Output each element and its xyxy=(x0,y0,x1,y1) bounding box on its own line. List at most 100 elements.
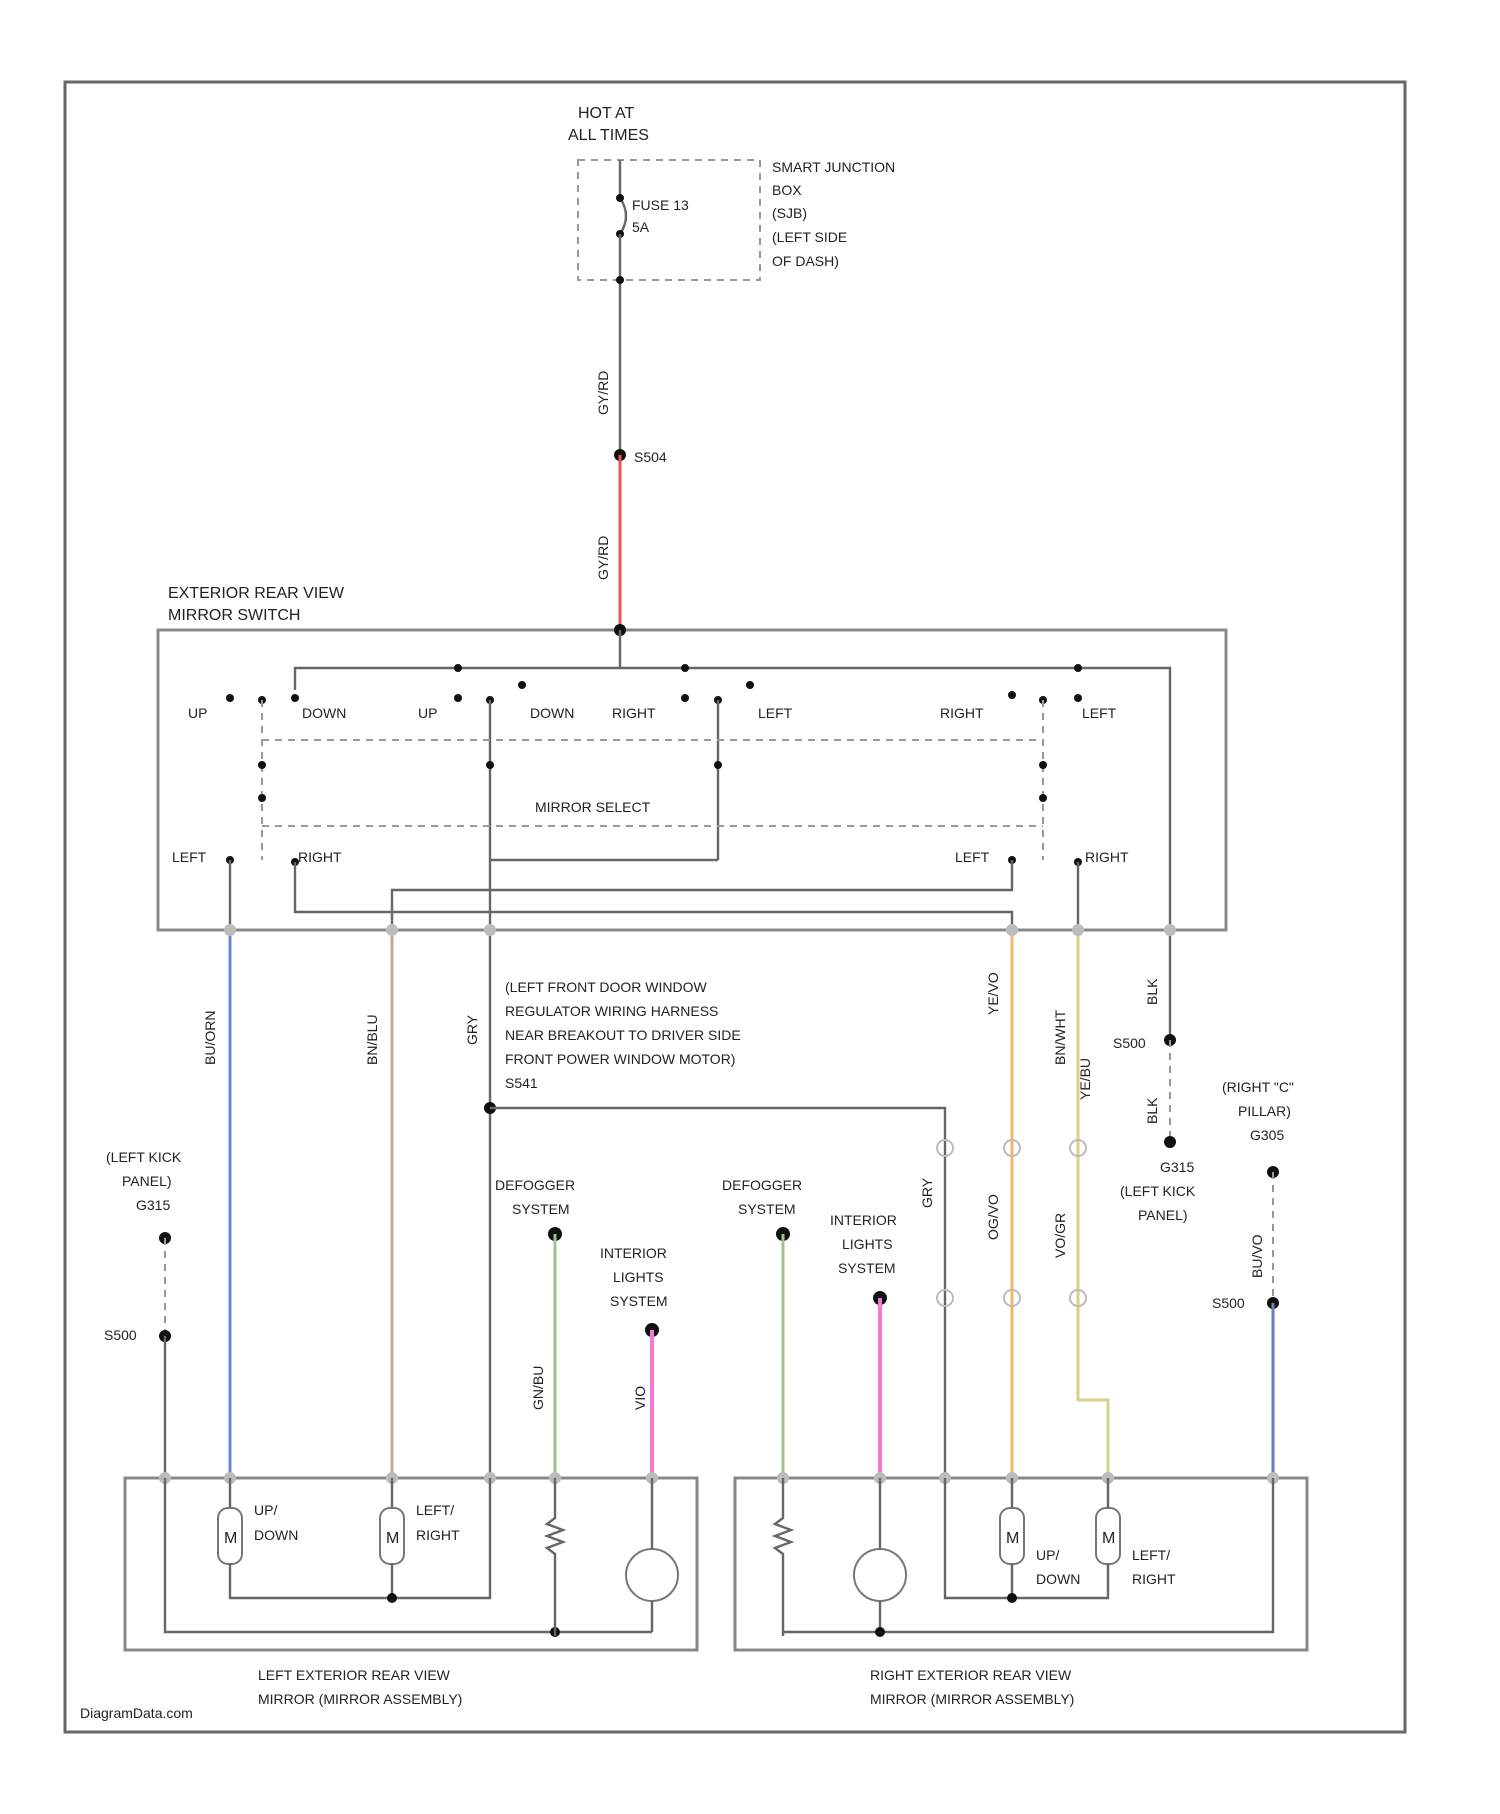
motor-left-updown-2: DOWN xyxy=(254,1527,298,1543)
switch-dir-down-1: DOWN xyxy=(302,705,346,721)
motor-m: M xyxy=(224,1530,237,1547)
switch-dir-up-2: UP xyxy=(418,705,437,721)
switch-pin xyxy=(1164,924,1176,936)
switch-cross-wire xyxy=(295,862,1012,930)
left-assembly-2: MIRROR (MIRROR ASSEMBLY) xyxy=(258,1691,462,1707)
sjb-label-5: OF DASH) xyxy=(772,253,839,269)
motor-common-right xyxy=(945,1478,1108,1598)
left-kick-3: G315 xyxy=(136,1197,170,1213)
wire-label-top-2: GY/RD xyxy=(595,536,611,580)
switch-contact xyxy=(518,681,526,689)
splice-top-label: S504 xyxy=(634,449,667,465)
lamp-left-icon xyxy=(626,1549,678,1601)
left-kick-2: PANEL) xyxy=(122,1173,172,1189)
right-pillar-2: PILLAR) xyxy=(1238,1103,1291,1119)
switch-contact xyxy=(226,694,234,702)
motor-m: M xyxy=(1102,1530,1115,1547)
mirror-select-label: MIRROR SELECT xyxy=(535,799,651,815)
left-kick2-2: (LEFT KICK xyxy=(1120,1183,1196,1199)
switch-pin xyxy=(484,924,496,936)
switch-pin xyxy=(1072,924,1084,936)
splice-mid-label: S500 xyxy=(1113,1035,1146,1051)
fuse-label-2: 5A xyxy=(632,219,650,235)
switch-contact xyxy=(1074,694,1082,702)
select-left-2: LEFT xyxy=(955,849,990,865)
int-lights-right-1: INTERIOR xyxy=(830,1212,897,1228)
switch-contact xyxy=(746,681,754,689)
ground-left-kick-2 xyxy=(1164,1136,1176,1148)
wire-label: GRY xyxy=(919,1177,935,1208)
switch-contact xyxy=(1074,664,1082,672)
right-assembly-2: MIRROR (MIRROR ASSEMBLY) xyxy=(870,1691,1074,1707)
select-contact xyxy=(1039,761,1047,769)
harness-note-3: NEAR BREAKOUT TO DRIVER SIDE xyxy=(505,1027,741,1043)
defogger-right-1: DEFOGGER xyxy=(722,1177,802,1193)
motor-junction xyxy=(387,1593,397,1603)
switch-dir-left-2: LEFT xyxy=(1082,705,1117,721)
motor-left-leftright-1: LEFT/ xyxy=(416,1502,454,1518)
left-kick2-1: G315 xyxy=(1160,1159,1194,1175)
hot-label-2: ALL TIMES xyxy=(568,127,649,144)
mirror-switch-box xyxy=(158,630,1226,930)
wire-label: GRY xyxy=(464,1014,480,1045)
motor-left-leftright-2: RIGHT xyxy=(416,1527,460,1543)
int-lights-right-2: LIGHTS xyxy=(842,1236,893,1252)
switch-cross-wire xyxy=(392,860,1012,930)
int-lights-left-2: LIGHTS xyxy=(613,1269,664,1285)
heater-element-right xyxy=(775,1478,791,1636)
right-pillar-1: (RIGHT "C" xyxy=(1222,1079,1294,1095)
harness-note-1: (LEFT FRONT DOOR WINDOW xyxy=(505,979,707,995)
switch-pin xyxy=(1006,924,1018,936)
sjb-label-1: SMART JUNCTION xyxy=(772,159,895,175)
wire-label: OG/VO xyxy=(985,1194,1001,1240)
left-assembly-1: LEFT EXTERIOR REAR VIEW xyxy=(258,1667,451,1683)
motor-m: M xyxy=(1006,1530,1019,1547)
wire-label: YE/BU xyxy=(1077,1058,1093,1100)
harness-note-4: FRONT POWER WINDOW MOTOR) xyxy=(505,1051,735,1067)
wire-label: BU/VO xyxy=(1249,1234,1265,1278)
switch-title-2: MIRROR SWITCH xyxy=(168,607,300,624)
wire-label: BU/ORN xyxy=(202,1011,218,1065)
int-lights-left-1: INTERIOR xyxy=(600,1245,667,1261)
switch-title-1: EXTERIOR REAR VIEW xyxy=(168,585,345,602)
defogger-left-1: DEFOGGER xyxy=(495,1177,575,1193)
switch-dir-right-1: RIGHT xyxy=(612,705,656,721)
fuse-symbol xyxy=(620,198,626,234)
wire-label: GN/BU xyxy=(530,1366,546,1410)
switch-dir-right-2: RIGHT xyxy=(940,705,984,721)
select-contact xyxy=(258,761,266,769)
right-pillar-3: G305 xyxy=(1250,1127,1284,1143)
select-left-1: LEFT xyxy=(172,849,207,865)
select-contact xyxy=(486,761,494,769)
motor-m: M xyxy=(386,1530,399,1547)
select-contact xyxy=(258,794,266,802)
wire-label: VO/GR xyxy=(1052,1213,1068,1258)
switch-contact xyxy=(454,694,462,702)
left-mirror-box xyxy=(125,1478,697,1650)
motor-right-updown-2: DOWN xyxy=(1036,1571,1080,1587)
splice-right-label: S500 xyxy=(1212,1295,1245,1311)
motor-junction xyxy=(1007,1593,1017,1603)
sjb-label-4: (LEFT SIDE xyxy=(772,229,847,245)
switch-dir-left-1: LEFT xyxy=(758,705,793,721)
ground-bus-junction xyxy=(875,1627,885,1637)
lamp-right-icon xyxy=(854,1549,906,1601)
right-mirror-box xyxy=(735,1478,1307,1650)
sjb-connector xyxy=(616,276,624,284)
wire-label: VIO xyxy=(632,1386,648,1410)
hot-label-1: HOT AT xyxy=(578,105,635,122)
fuse-terminal-top xyxy=(616,194,624,202)
sjb-box xyxy=(578,160,760,280)
wire-label: BLK xyxy=(1144,1097,1160,1124)
switch-contact xyxy=(681,694,689,702)
ground-bus-right xyxy=(783,1478,1273,1632)
right-assembly-1: RIGHT EXTERIOR REAR VIEW xyxy=(870,1667,1072,1683)
ground-bus-left xyxy=(165,1478,652,1632)
select-contact xyxy=(714,761,722,769)
sjb-label-3: (SJB) xyxy=(772,205,807,221)
switch-contact xyxy=(454,664,462,672)
fuse-label-1: FUSE 13 xyxy=(632,197,689,213)
select-contact xyxy=(1039,794,1047,802)
int-lights-right-3: SYSTEM xyxy=(838,1260,896,1276)
